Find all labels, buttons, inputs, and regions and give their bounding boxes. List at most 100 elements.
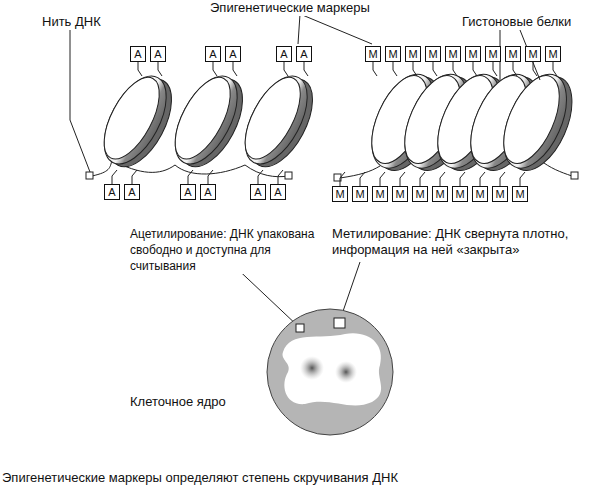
marker-leader	[513, 62, 517, 76]
marker-leader	[304, 62, 308, 76]
marker-letter: M	[355, 188, 364, 200]
marker-letter: M	[488, 48, 497, 60]
marker-letter: M	[408, 48, 417, 60]
marker-letter: A	[134, 48, 141, 60]
marker-leader	[413, 62, 417, 76]
description-text: Ацетилирование: ДНК упакована свободно и…	[128, 226, 332, 274]
marker-leader	[340, 172, 345, 186]
marker-box: A	[225, 46, 241, 62]
marker-box: A	[150, 46, 166, 62]
marker-box: M	[332, 186, 348, 202]
marker-leader	[520, 172, 525, 186]
marker-letter: M	[368, 48, 377, 60]
marker-leader	[440, 172, 445, 186]
marker-letter: A	[280, 48, 287, 60]
marker-box: M	[405, 46, 421, 62]
marker-box: A	[124, 184, 140, 200]
marker-leader	[112, 170, 117, 184]
marker-letter: A	[300, 48, 307, 60]
marker-leader	[473, 62, 477, 76]
marker-letter: A	[274, 186, 281, 198]
label-text: Эпигенетические маркеры	[208, 0, 372, 16]
marker-letter: A	[204, 186, 211, 198]
label-text: Нить ДНК	[40, 14, 103, 30]
marker-leader	[460, 172, 465, 186]
marker-box: M	[485, 46, 501, 62]
marker-leader	[213, 62, 217, 76]
marker-leader	[233, 62, 237, 76]
marker-box: M	[352, 186, 368, 202]
marker-leader	[208, 170, 213, 184]
marker-letter: M	[528, 48, 537, 60]
caption: Эпигенетические маркеры определяют степе…	[2, 470, 398, 486]
marker-box: M	[432, 186, 448, 202]
marker-letter: M	[548, 48, 557, 60]
marker-leader	[132, 170, 137, 184]
marker-box: A	[104, 184, 120, 200]
marker-letter: M	[335, 188, 344, 200]
marker-letter: M	[495, 188, 504, 200]
marker-leader	[453, 62, 457, 76]
marker-letter: M	[435, 188, 444, 200]
marker-box: M	[525, 46, 541, 62]
marker-leader	[493, 62, 497, 76]
marker-letter: M	[475, 188, 484, 200]
description-text: Метилирование: ДНК свернута плотно, инфо…	[330, 226, 584, 258]
marker-box: M	[545, 46, 561, 62]
marker-box: A	[200, 184, 216, 200]
marker-letter: M	[515, 188, 524, 200]
marker-box: M	[492, 186, 508, 202]
marker-leader	[278, 170, 283, 184]
marker-box: A	[296, 46, 312, 62]
marker-leader	[480, 172, 485, 186]
marker-letter: M	[428, 48, 437, 60]
marker-box: M	[365, 46, 381, 62]
marker-letter: M	[455, 188, 464, 200]
marker-letter: A	[254, 186, 261, 198]
marker-box: M	[392, 186, 408, 202]
marker-letter: A	[128, 186, 135, 198]
label-text: Клеточное ядро	[128, 394, 228, 410]
label-text: Гистоновые белки	[460, 14, 573, 30]
marker-letter: M	[508, 48, 517, 60]
marker-letter: M	[415, 188, 424, 200]
marker-leader	[400, 172, 405, 186]
marker-box: M	[372, 186, 388, 202]
marker-letter: A	[209, 48, 216, 60]
marker-box: M	[472, 186, 488, 202]
marker-leader	[360, 172, 365, 186]
marker-box: M	[505, 46, 521, 62]
marker-letter: M	[448, 48, 457, 60]
marker-letter: M	[468, 48, 477, 60]
marker-letter: A	[108, 186, 115, 198]
marker-box: M	[465, 46, 481, 62]
marker-letter: A	[184, 186, 191, 198]
marker-leader	[373, 62, 377, 76]
marker-box: M	[452, 186, 468, 202]
marker-leader	[188, 170, 193, 184]
marker-box: M	[412, 186, 428, 202]
marker-leader	[393, 62, 397, 76]
marker-box: M	[425, 46, 441, 62]
marker-leader	[258, 170, 263, 184]
marker-leader	[420, 172, 425, 186]
marker-leader	[380, 172, 385, 186]
marker-leader	[553, 62, 557, 76]
marker-box: M	[385, 46, 401, 62]
marker-letter: A	[229, 48, 236, 60]
marker-leader	[500, 172, 505, 186]
marker-leader	[138, 62, 142, 76]
marker-box: A	[180, 184, 196, 200]
marker-leader	[284, 62, 288, 76]
marker-box: M	[445, 46, 461, 62]
marker-box: A	[276, 46, 292, 62]
marker-letter: M	[375, 188, 384, 200]
marker-box: A	[250, 184, 266, 200]
marker-box: A	[205, 46, 221, 62]
marker-box: A	[270, 184, 286, 200]
marker-box: M	[512, 186, 528, 202]
marker-leader	[433, 62, 437, 76]
marker-leader	[158, 62, 162, 76]
marker-letter: A	[154, 48, 161, 60]
marker-letter: M	[395, 188, 404, 200]
